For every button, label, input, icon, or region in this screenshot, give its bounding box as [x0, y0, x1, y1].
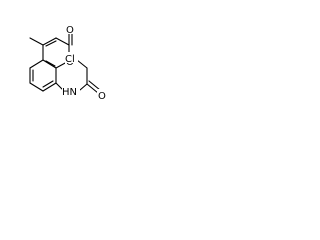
chlorine-bg	[65, 52, 78, 63]
bond-c4a-c8a-double	[45, 60, 56, 67]
bond-c4a-c5	[29, 59, 44, 69]
chlorine-label: Cl	[65, 54, 75, 65]
bonds	[29, 29, 101, 94]
bond-c4a-c8a	[42, 59, 57, 69]
bond-c4-c3	[42, 37, 57, 46]
bond-ch2-cl	[76, 59, 88, 69]
carbonyl-oxygen-bg	[65, 23, 75, 34]
bond-amide-c-o	[86, 83, 99, 94]
bond-c7-c8	[42, 82, 57, 92]
bond-c7-c8-double	[42, 80, 54, 88]
bond-c3-c2	[55, 37, 70, 46]
bond-c4-methyl	[29, 37, 44, 46]
amide-oxygen-label: O	[98, 91, 106, 102]
nitrogen-label: HN	[62, 87, 77, 98]
bond-amide-c-o-double	[88, 80, 101, 91]
bond-c3-c4-double	[45, 40, 57, 47]
bond-c7-n	[55, 82, 64, 91]
atom-labels: O O HN Cl O	[62, 23, 107, 102]
bond-n-amide-c	[79, 83, 88, 91]
bond-c6-c7	[29, 82, 44, 92]
chemical-structure: O O HN Cl O	[29, 23, 107, 102]
amide-oxygen-bg	[97, 89, 107, 100]
nitrogen-bg	[62, 85, 80, 96]
carbonyl-oxygen-label: O	[66, 25, 74, 36]
